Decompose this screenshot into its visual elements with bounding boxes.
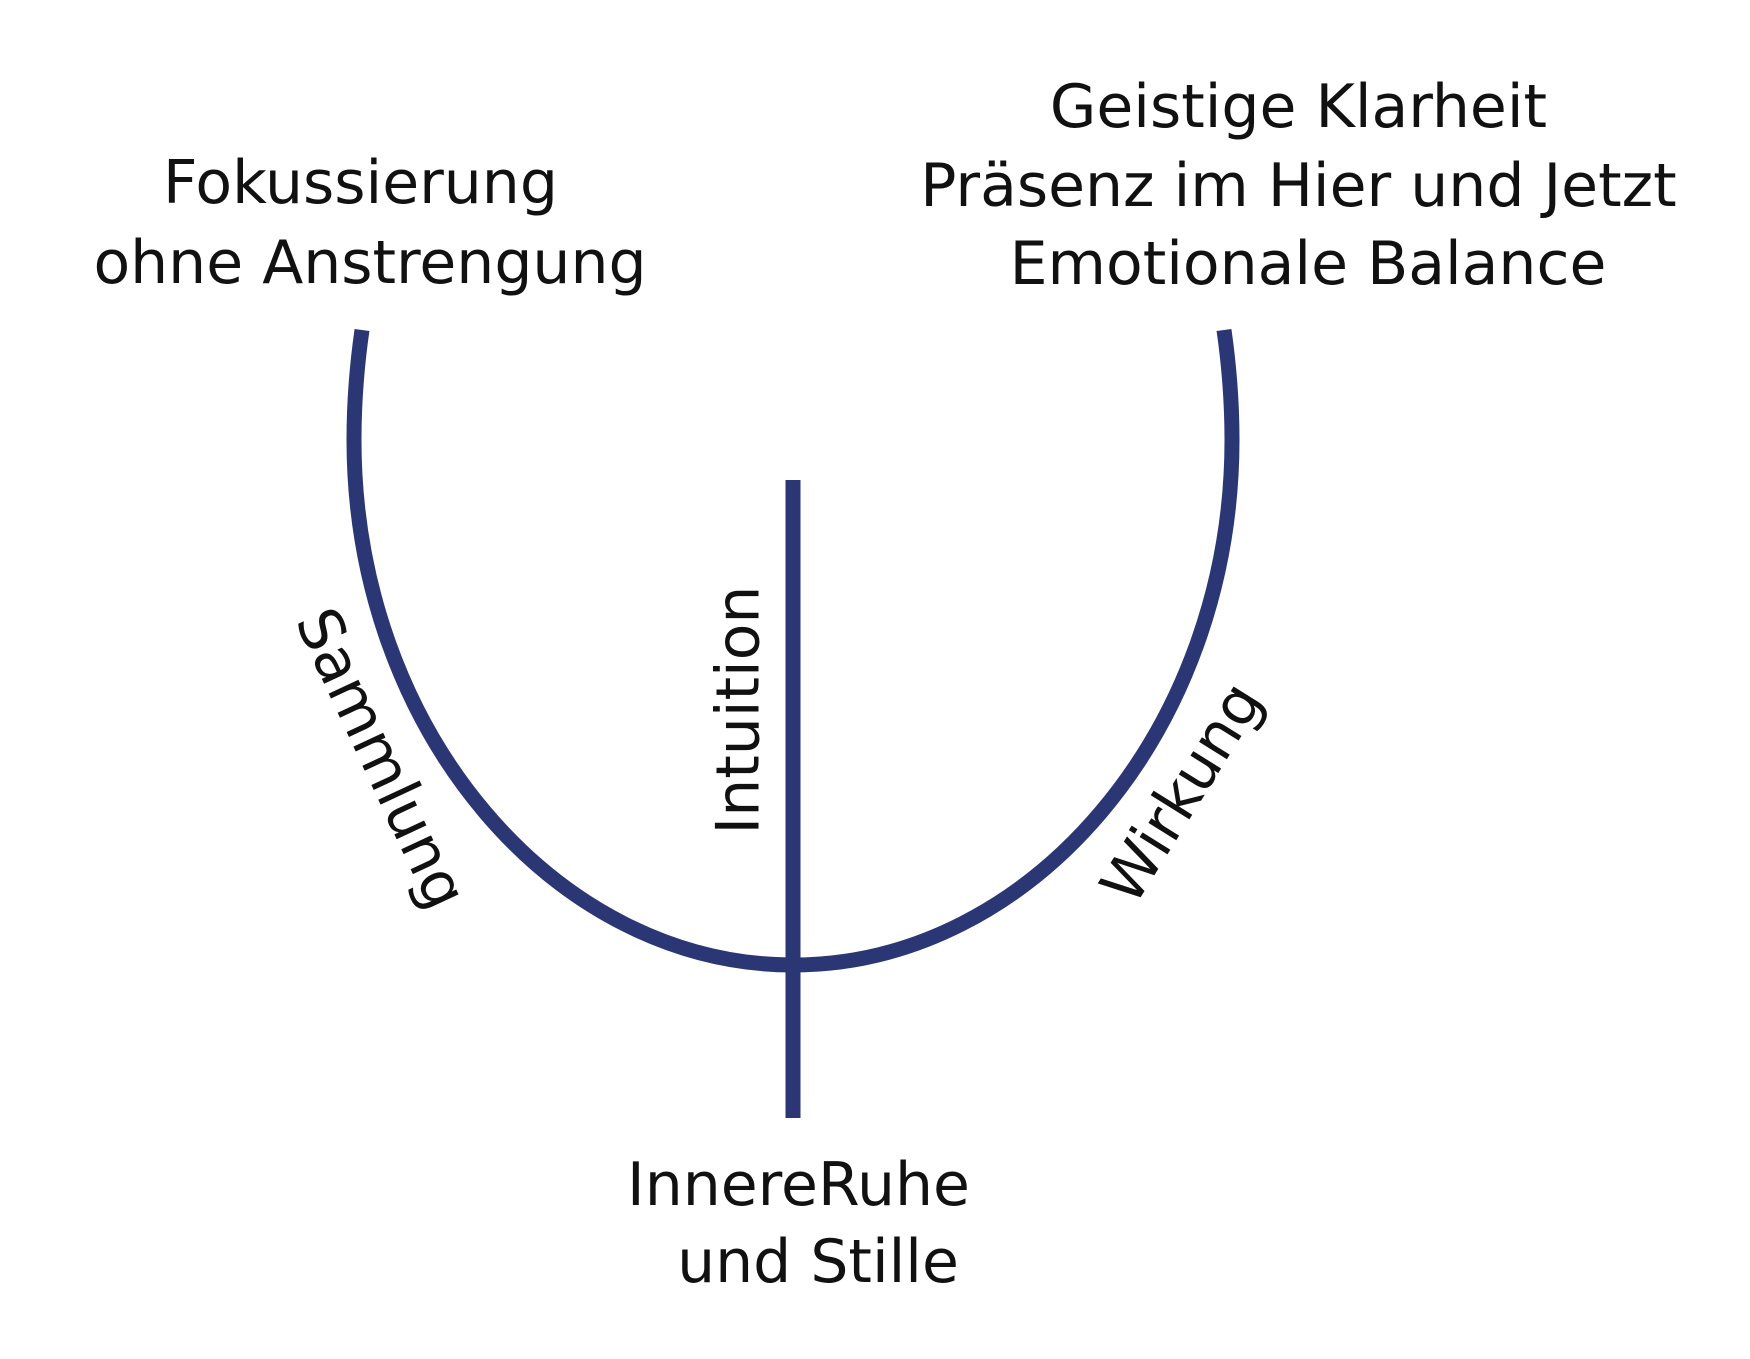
label-bottom-line-2: und Stille <box>677 1227 959 1297</box>
label-center-line: Intuition <box>704 586 774 835</box>
label-top-right-line-3: Emotionale Balance <box>1010 229 1607 299</box>
label-top-right-line-1: Geistige Klarheit <box>1050 72 1547 142</box>
label-top-left-line-2: ohne Anstrengung <box>93 228 646 298</box>
label-bottom: InnereRuhe und Stille <box>627 1150 989 1297</box>
label-top-right: Geistige Klarheit Präsenz im Hier und Je… <box>920 72 1695 299</box>
label-bottom-line-1: InnereRuhe <box>627 1150 970 1220</box>
label-top-left-line-1: Fokussierung <box>163 148 558 218</box>
label-top-left: Fokussierung ohne Anstrengung <box>93 148 646 298</box>
label-top-right-line-2: Präsenz im Hier und Jetzt <box>920 151 1676 221</box>
